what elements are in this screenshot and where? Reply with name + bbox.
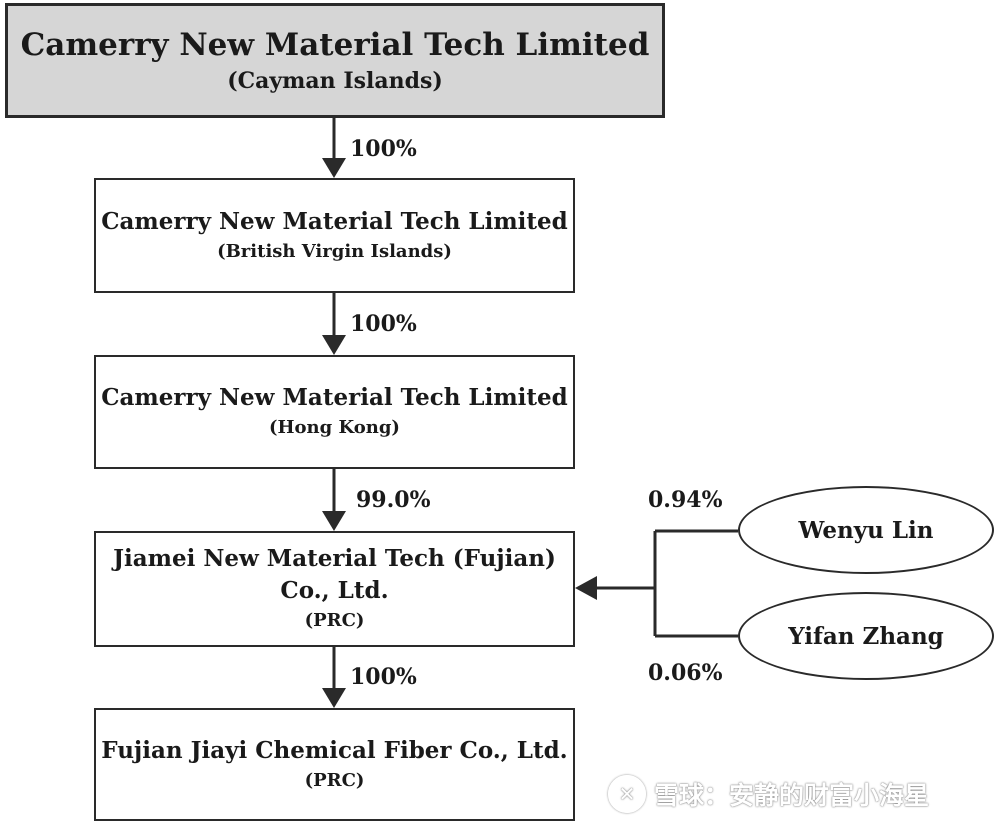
cayman-entity-name: Camerry New Material Tech Limited [20, 26, 650, 63]
bvi-entity-box: Camerry New Material Tech Limited (Briti… [94, 178, 575, 293]
snowball-logo-icon: ✕ [608, 775, 646, 813]
jiayi-entity-box: Fujian Jiayi Chemical Fiber Co., Ltd. (P… [94, 708, 575, 821]
pct-wenyu-lin: 0.94% [648, 487, 723, 513]
pct-bvi-to-hk: 100% [350, 311, 417, 337]
arrowhead-jiamei [322, 511, 346, 531]
hk-entity-box: Camerry New Material Tech Limited (Hong … [94, 355, 575, 469]
shareholder-yifan-zhang: Yifan Zhang [738, 592, 994, 680]
shareholder-wenyu-lin: Wenyu Lin [738, 486, 994, 574]
jiayi-entity-jurisdiction: (PRC) [304, 769, 365, 791]
jiamei-entity-box: Jiamei New Material Tech (Fujian) Co., L… [94, 531, 575, 647]
hk-entity-jurisdiction: (Hong Kong) [269, 417, 400, 438]
jiayi-entity-name: Fujian Jiayi Chemical Fiber Co., Ltd. [101, 736, 568, 764]
jiamei-entity-name-line1: Jiamei New Material Tech (Fujian) [113, 545, 556, 572]
watermark: ✕ 雪球：安静的财富小海星 [608, 770, 929, 818]
pct-yifan-zhang: 0.06% [648, 660, 723, 686]
pct-hk-to-jiamei: 99.0% [356, 487, 431, 513]
arrowhead-shareholders [575, 576, 597, 600]
arrowhead-hk [322, 335, 346, 355]
pct-cayman-to-bvi: 100% [350, 136, 417, 162]
arrowhead-jiayi [322, 688, 346, 708]
bvi-entity-name: Camerry New Material Tech Limited [101, 207, 568, 235]
jiamei-entity-name-line2: Co., Ltd. [280, 577, 389, 604]
watermark-text: 雪球：安静的财富小海星 [654, 781, 930, 810]
cayman-entity-box: Camerry New Material Tech Limited (Cayma… [5, 3, 665, 118]
jiamei-entity-jurisdiction: (PRC) [304, 610, 365, 631]
shareholder-wenyu-lin-name: Wenyu Lin [798, 516, 934, 544]
bvi-entity-jurisdiction: (British Virgin Islands) [217, 240, 452, 262]
hk-entity-name: Camerry New Material Tech Limited [101, 384, 568, 411]
arrowhead-bvi [322, 158, 346, 178]
shareholder-yifan-zhang-name: Yifan Zhang [788, 622, 944, 650]
pct-jiamei-to-jiayi: 100% [350, 664, 417, 690]
cayman-entity-jurisdiction: (Cayman Islands) [227, 67, 443, 94]
